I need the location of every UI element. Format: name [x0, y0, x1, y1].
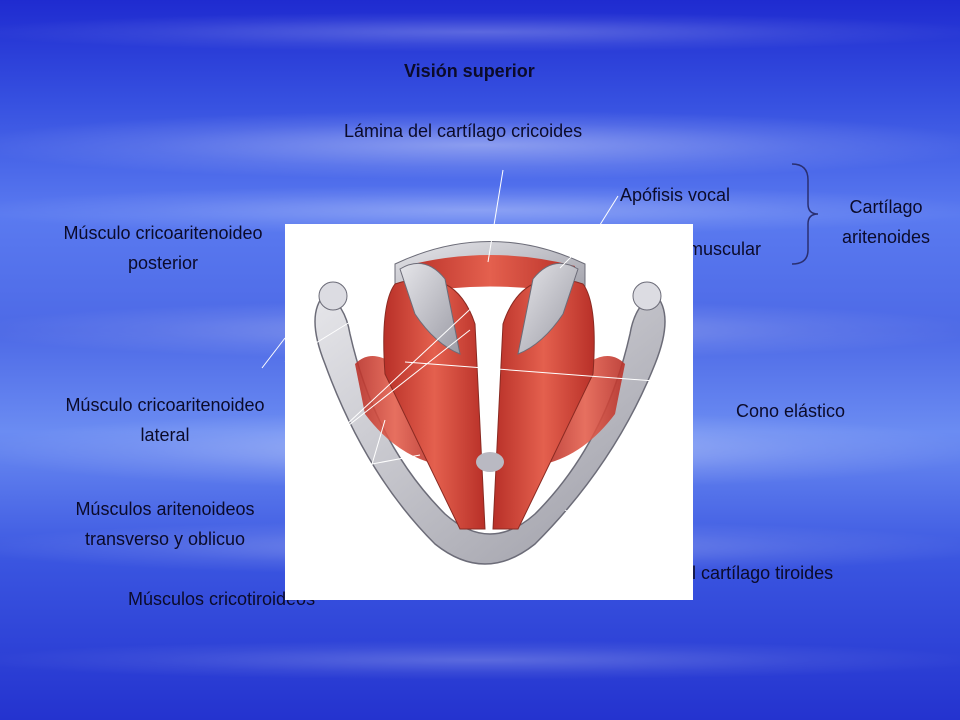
- rima-glottidis: [475, 304, 503, 524]
- label-posterior-cricoarytenoid: Músculo cricoaritenoideo posterior: [28, 218, 298, 278]
- background-streak: [0, 12, 960, 52]
- arytenoid-bracket: [791, 163, 819, 265]
- label-arytenoid-cartilage: Cartílago aritenoides: [826, 192, 946, 252]
- thyroid-superior-horn: [318, 281, 348, 311]
- label-cricothyroid-muscles: Músculos cricotiroideos: [128, 589, 316, 609]
- label-line: lateral: [140, 425, 190, 445]
- thyroid-notch: [476, 452, 504, 472]
- arytenoid-cartilage-right: [517, 262, 579, 355]
- diagram-title: Visión superior: [404, 61, 535, 81]
- label-line: posterior: [127, 253, 199, 273]
- larynx-superior-view-illustration: [285, 224, 693, 600]
- label-conus-elasticus: Cono elástico: [736, 401, 846, 421]
- label-cricoid-lamina: Lámina del cartílago cricoides: [344, 121, 583, 141]
- label-lateral-cricoarytenoid: Músculo cricoaritenoideo lateral: [30, 390, 300, 450]
- label-vocal-process: Apófisis vocal: [620, 185, 731, 205]
- arytenoid-cartilage-left: [399, 262, 461, 355]
- label-arytenoid-muscles: Músculos aritenoideos transverso y oblic…: [30, 494, 300, 554]
- label-line: Cartílago: [849, 197, 923, 217]
- background-streak: [0, 110, 960, 180]
- thyroid-superior-horn: [632, 281, 662, 311]
- label-line: transverso y oblicuo: [84, 529, 246, 549]
- label-line: Músculo cricoaritenoideo: [65, 395, 265, 415]
- label-line: Músculo cricoaritenoideo: [63, 223, 263, 243]
- lateral-muscle-right: [545, 356, 625, 464]
- label-line: aritenoides: [841, 227, 931, 247]
- background-streak: [0, 640, 960, 680]
- label-line: Músculos aritenoideos: [75, 499, 255, 519]
